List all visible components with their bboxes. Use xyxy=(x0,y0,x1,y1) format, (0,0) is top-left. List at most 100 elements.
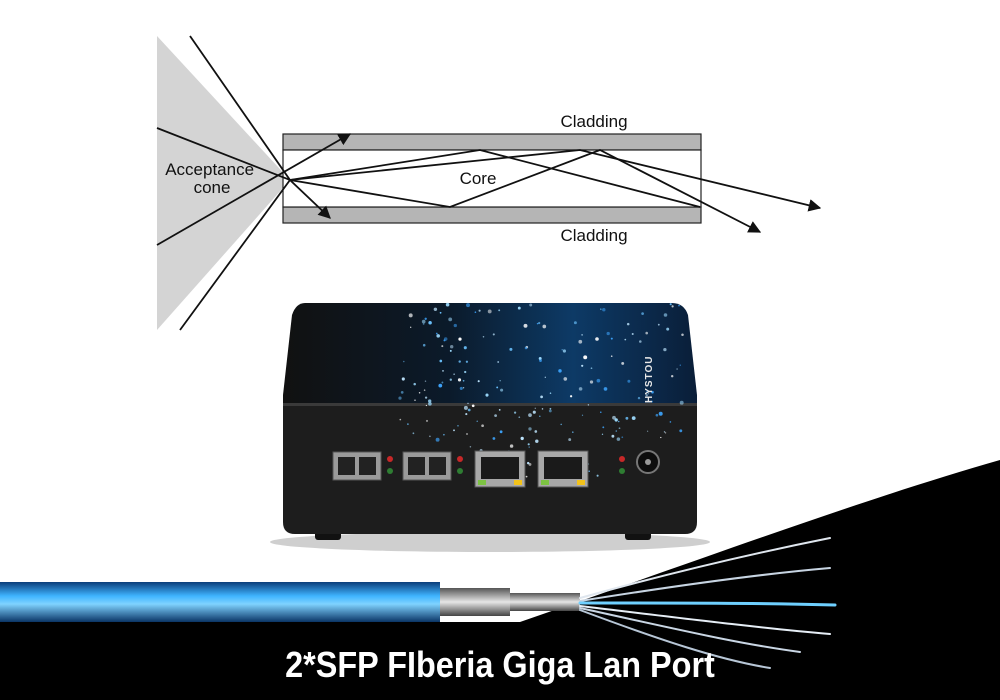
status-led-red xyxy=(619,456,625,462)
status-led-green xyxy=(619,468,625,474)
cladding-top-label: Cladding xyxy=(560,112,627,131)
light-sparkle xyxy=(538,357,542,360)
light-sparkle xyxy=(439,359,443,363)
light-sparkle xyxy=(578,387,583,391)
light-sparkle xyxy=(497,361,500,363)
light-sparkle xyxy=(646,430,649,432)
light-sparkle xyxy=(616,437,621,441)
light-sparkle xyxy=(528,413,532,417)
light-sparkle xyxy=(646,390,649,394)
light-sparkle xyxy=(637,396,641,400)
light-sparkle xyxy=(651,400,653,403)
rj45-port-1 xyxy=(474,450,526,488)
light-sparkle xyxy=(399,418,402,421)
light-sparkle xyxy=(602,307,606,312)
light-sparkle xyxy=(525,475,528,478)
light-sparkle xyxy=(463,405,468,410)
light-sparkle xyxy=(478,309,481,312)
light-sparkle xyxy=(526,461,530,465)
light-sparkle xyxy=(612,415,616,420)
light-sparkle xyxy=(602,426,605,429)
light-sparkle xyxy=(568,438,572,442)
light-sparkle xyxy=(433,307,438,312)
light-sparkle xyxy=(529,303,533,307)
light-sparkle xyxy=(474,311,477,314)
light-sparkle xyxy=(445,302,450,307)
light-sparkle xyxy=(663,431,666,433)
light-sparkle xyxy=(561,349,563,351)
light-sparkle xyxy=(421,319,426,324)
light-sparkle xyxy=(606,331,610,336)
light-sparkle xyxy=(666,327,670,331)
sfp-port-1-led-red xyxy=(387,456,393,462)
brand-logo: HYSTOU xyxy=(644,356,655,404)
light-sparkle xyxy=(436,334,440,338)
light-sparkle xyxy=(408,313,413,318)
fiber-light-sparkles xyxy=(398,302,684,484)
caption-title: 2*SFP FIberia Giga Lan Port xyxy=(285,644,715,685)
light-sparkle xyxy=(477,380,480,383)
light-sparkle xyxy=(492,437,496,440)
sfp-port-2 xyxy=(402,451,452,481)
light-sparkle xyxy=(563,377,568,381)
light-sparkle xyxy=(517,306,521,310)
light-sparkle xyxy=(573,321,577,325)
light-sparkle xyxy=(663,347,667,352)
light-sparkle xyxy=(539,415,541,418)
light-sparkle xyxy=(681,333,684,337)
light-sparkle xyxy=(610,337,613,340)
light-sparkle xyxy=(645,331,648,335)
light-sparkle xyxy=(466,433,468,435)
light-sparkle xyxy=(520,436,524,441)
fiber-optic-cable xyxy=(0,537,837,669)
sfp-port-2-led-red xyxy=(457,456,463,462)
light-sparkle xyxy=(462,379,465,382)
light-sparkle xyxy=(621,436,624,439)
light-sparkle xyxy=(453,323,457,328)
light-sparkle xyxy=(548,409,552,413)
light-sparkle xyxy=(657,323,660,326)
light-sparkle xyxy=(424,380,427,382)
light-sparkle xyxy=(678,304,680,307)
light-sparkle xyxy=(603,387,608,391)
light-sparkle xyxy=(627,379,631,383)
light-sparkle xyxy=(625,416,629,420)
light-sparkle xyxy=(562,349,566,353)
light-sparkle xyxy=(631,416,636,421)
sfp-port-1-led-green xyxy=(387,468,393,474)
light-sparkle xyxy=(509,347,513,351)
light-sparkle xyxy=(509,444,514,448)
light-sparkle xyxy=(679,364,681,366)
light-sparkle xyxy=(467,408,471,412)
device-edge-highlight xyxy=(283,403,697,406)
light-sparkle xyxy=(572,431,574,433)
light-sparkle xyxy=(499,430,503,434)
light-sparkle xyxy=(464,370,467,374)
acceptance-cone-label-line1: Acceptance xyxy=(165,160,254,179)
light-sparkle xyxy=(535,439,539,443)
light-sparkle xyxy=(679,429,683,433)
light-sparkle xyxy=(458,337,462,341)
light-sparkle xyxy=(429,435,431,438)
cable-ferrule-tip xyxy=(510,593,580,611)
light-sparkle xyxy=(439,311,442,314)
light-sparkle xyxy=(651,390,654,394)
light-sparkle xyxy=(407,423,409,425)
light-sparkle xyxy=(465,413,468,416)
light-sparkle xyxy=(655,413,659,417)
light-sparkle xyxy=(443,339,446,342)
light-sparkle xyxy=(414,399,416,402)
light-sparkle xyxy=(647,393,650,395)
light-sparkle xyxy=(532,410,536,414)
sfp-port-1 xyxy=(332,451,382,481)
light-sparkle xyxy=(669,421,672,423)
fiber-diagram: Acceptance cone Core Cladding Cladding xyxy=(156,35,822,331)
light-sparkle xyxy=(494,414,497,417)
light-sparkle xyxy=(589,380,594,384)
light-sparkle xyxy=(560,423,562,426)
light-sparkle xyxy=(595,337,599,341)
light-sparkle xyxy=(435,437,440,442)
rj45-port-2 xyxy=(537,450,589,488)
light-sparkle xyxy=(611,434,615,438)
